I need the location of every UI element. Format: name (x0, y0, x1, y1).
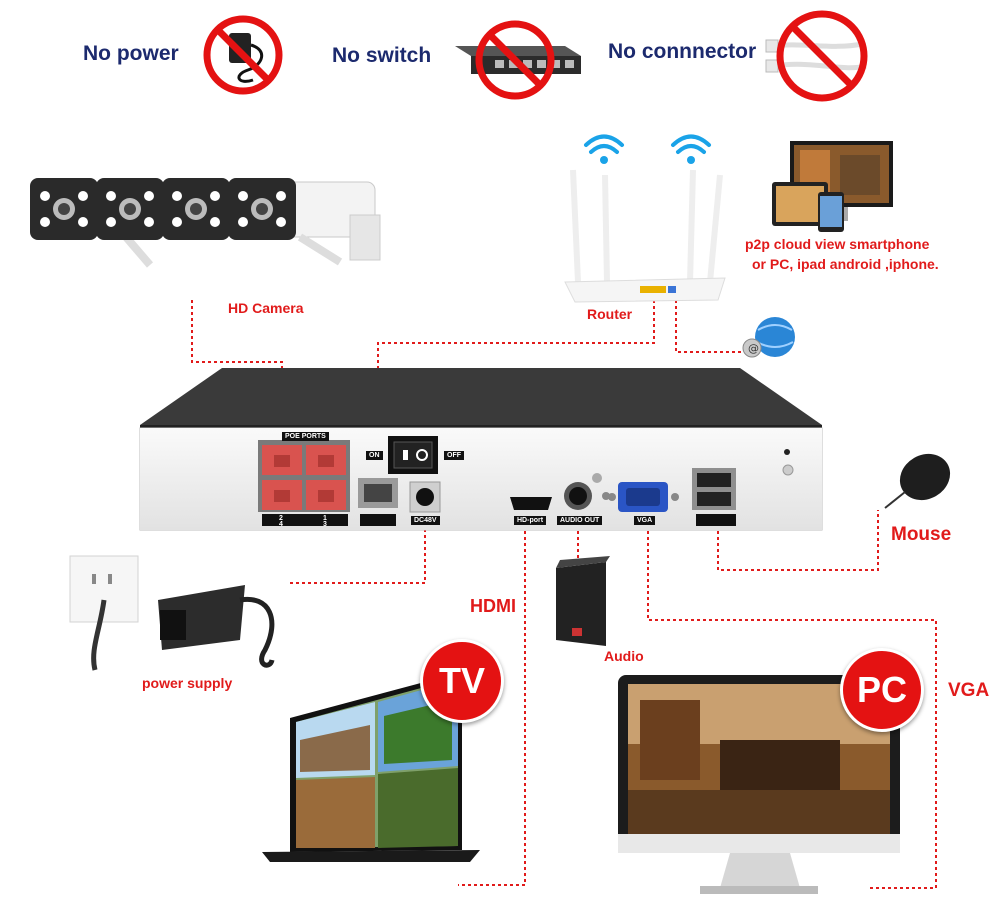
on-label: ON (366, 451, 383, 460)
router-label: Router (587, 306, 633, 322)
no-switch-label: No switch (332, 44, 432, 67)
tv-badge: TV (420, 639, 504, 723)
power-supply-label: power supply (142, 675, 233, 691)
no-switch-icon (455, 20, 581, 100)
power-line (290, 505, 426, 584)
hdmi-line (458, 525, 526, 886)
port-num-4: 3 (323, 521, 327, 528)
camera-line (191, 300, 283, 440)
usb-port-icon (696, 514, 736, 526)
p2p-label-line1: p2p cloud view smartphone (745, 236, 930, 252)
nvr-device (139, 368, 823, 531)
hdmi-label: HDMI (470, 596, 516, 616)
off-label: OFF (444, 451, 464, 460)
speaker-icon (556, 556, 610, 646)
port-num-1: 2 (279, 515, 283, 522)
pc-badge: PC (840, 648, 924, 732)
mouse-label: Mouse (891, 524, 952, 545)
no-connector-label: No connnector (608, 40, 757, 63)
devices-icon (772, 141, 893, 232)
no-connector-icon (765, 10, 868, 102)
hd-camera-label: HD Camera (228, 300, 304, 316)
vga-line (647, 525, 937, 889)
poe-port-numbers (262, 514, 348, 526)
vga-label: VGA (948, 680, 990, 701)
audio-label: Audio (604, 648, 644, 664)
svg-text:@: @ (748, 342, 759, 355)
mouse-line (717, 510, 879, 571)
p2p-label-line2: or PC, ipad android ,iphone. (752, 256, 939, 272)
lan-port-icon (360, 514, 396, 526)
router-icon (564, 134, 726, 303)
vga-port-label: VGA (634, 516, 656, 525)
power-supply-icon (69, 555, 275, 671)
camera-group (30, 178, 381, 268)
camera-icon (30, 178, 381, 268)
no-power-icon (203, 15, 283, 95)
port-num-2: 1 (323, 515, 327, 522)
globe-icon: @ (742, 317, 795, 358)
poe-ports-label: POE PORTS (282, 432, 329, 441)
audio-out-label: AUDIO OUT (557, 516, 603, 525)
dc-port-label: DC48V (411, 516, 440, 525)
mouse-icon (884, 453, 951, 509)
port-num-3: 4 (279, 521, 283, 528)
no-power-label: No power (83, 42, 179, 65)
router-internet-line (675, 300, 744, 353)
hd-port-label: HD-port (514, 516, 547, 525)
